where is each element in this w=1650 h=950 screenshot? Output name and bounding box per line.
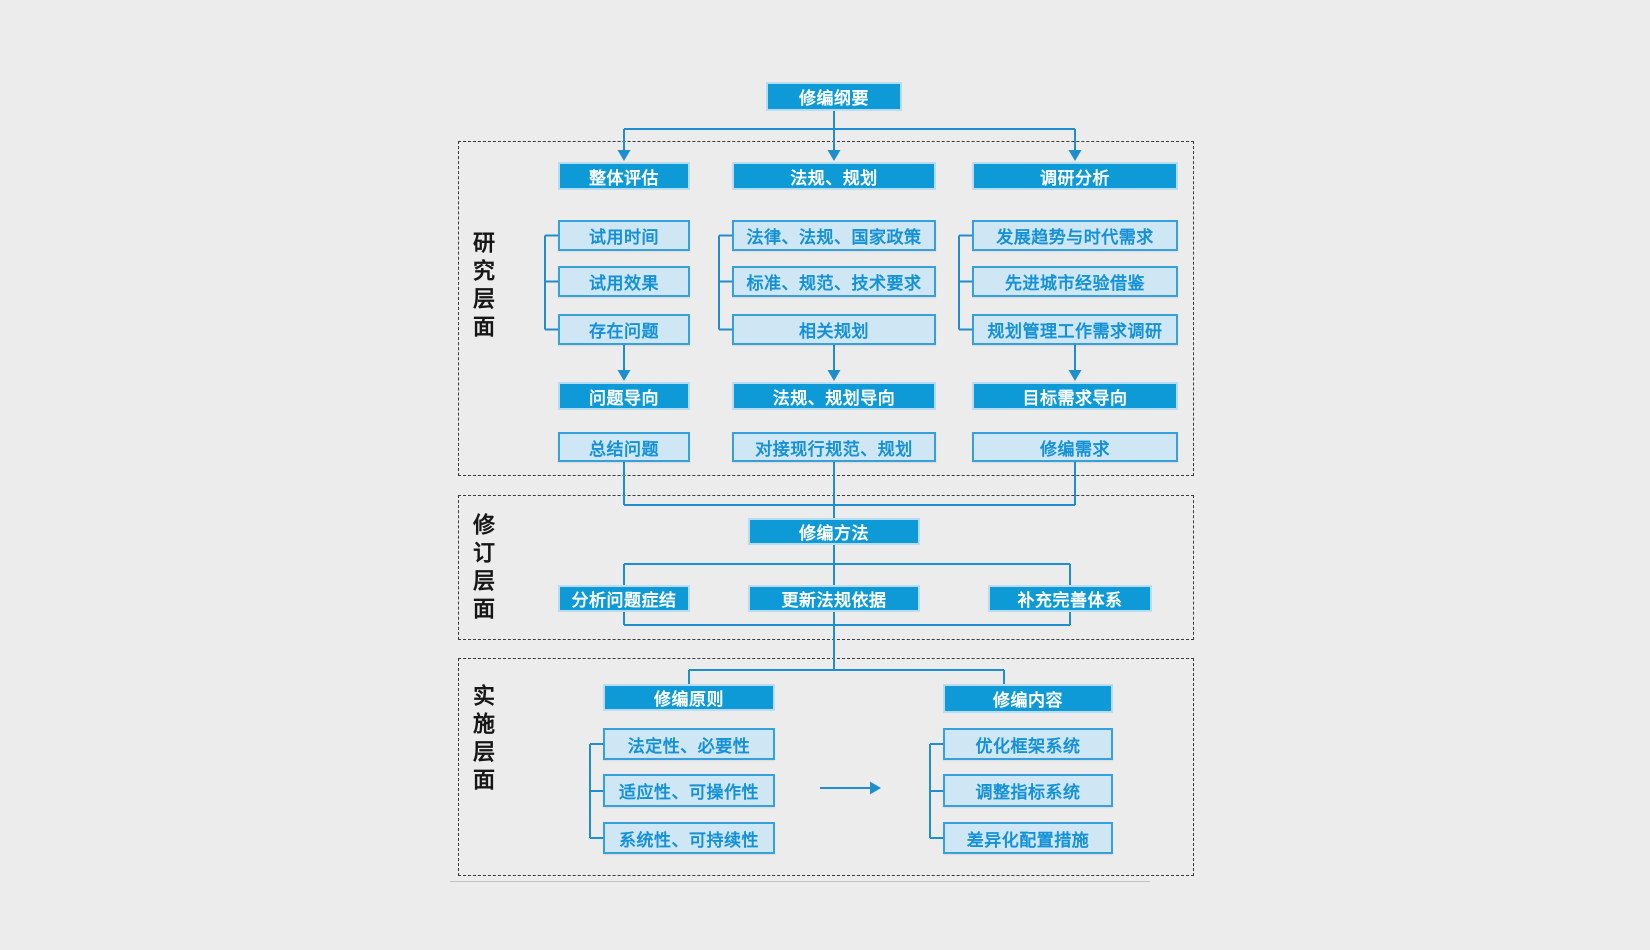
- box-laws-policies: 法律、法规、国家政策: [732, 220, 936, 251]
- box-regulation-oriented: 法规、规划导向: [732, 382, 936, 410]
- box-revision-outline: 修编纲要: [766, 82, 902, 111]
- box-overall-evaluation: 整体评估: [558, 162, 690, 190]
- box-revision-contents: 修编内容: [943, 684, 1113, 713]
- box-optimize-framework: 优化框架系统: [943, 728, 1113, 760]
- box-legality-necessity: 法定性、必要性: [603, 728, 775, 760]
- section-frame-research: [458, 141, 1194, 476]
- box-adaptability-operability: 适应性、可操作性: [603, 774, 775, 807]
- section-label-research: 研究层面: [470, 231, 495, 343]
- box-systematic-sustainable: 系统性、可持续性: [603, 822, 775, 854]
- box-management-demand-survey: 规划管理工作需求调研: [972, 314, 1178, 345]
- box-analyze-problem-crux: 分析问题症结: [558, 585, 690, 612]
- section-label-implementation: 实施层面: [470, 684, 495, 796]
- box-revision-method: 修编方法: [748, 518, 920, 545]
- box-update-legal-basis: 更新法规依据: [748, 585, 920, 612]
- box-related-planning: 相关规划: [732, 314, 936, 345]
- box-revision-demand: 修编需求: [972, 432, 1178, 462]
- box-development-trends: 发展趋势与时代需求: [972, 220, 1178, 251]
- box-revision-principles: 修编原则: [603, 684, 775, 711]
- section-frame-revision: [458, 495, 1194, 640]
- box-standards-requirements: 标准、规范、技术要求: [732, 266, 936, 297]
- box-trial-effect: 试用效果: [558, 266, 690, 297]
- box-goal-demand-oriented: 目标需求导向: [972, 382, 1178, 410]
- box-trial-time: 试用时间: [558, 220, 690, 251]
- box-align-current-standards: 对接现行规范、规划: [732, 432, 936, 462]
- box-adjust-indicators: 调整指标系统: [943, 774, 1113, 807]
- slide-edge-line: [450, 881, 1150, 882]
- box-regulations-planning: 法规、规划: [732, 162, 936, 190]
- box-summarize-problems: 总结问题: [558, 432, 690, 462]
- box-city-experience: 先进城市经验借鉴: [972, 266, 1178, 297]
- section-label-revision: 修订层面: [470, 513, 495, 625]
- box-problem-oriented: 问题导向: [558, 382, 690, 410]
- box-differentiated-measures: 差异化配置措施: [943, 822, 1113, 854]
- box-existing-problems: 存在问题: [558, 314, 690, 345]
- box-research-analysis: 调研分析: [972, 162, 1178, 190]
- box-supplement-system: 补充完善体系: [988, 585, 1152, 612]
